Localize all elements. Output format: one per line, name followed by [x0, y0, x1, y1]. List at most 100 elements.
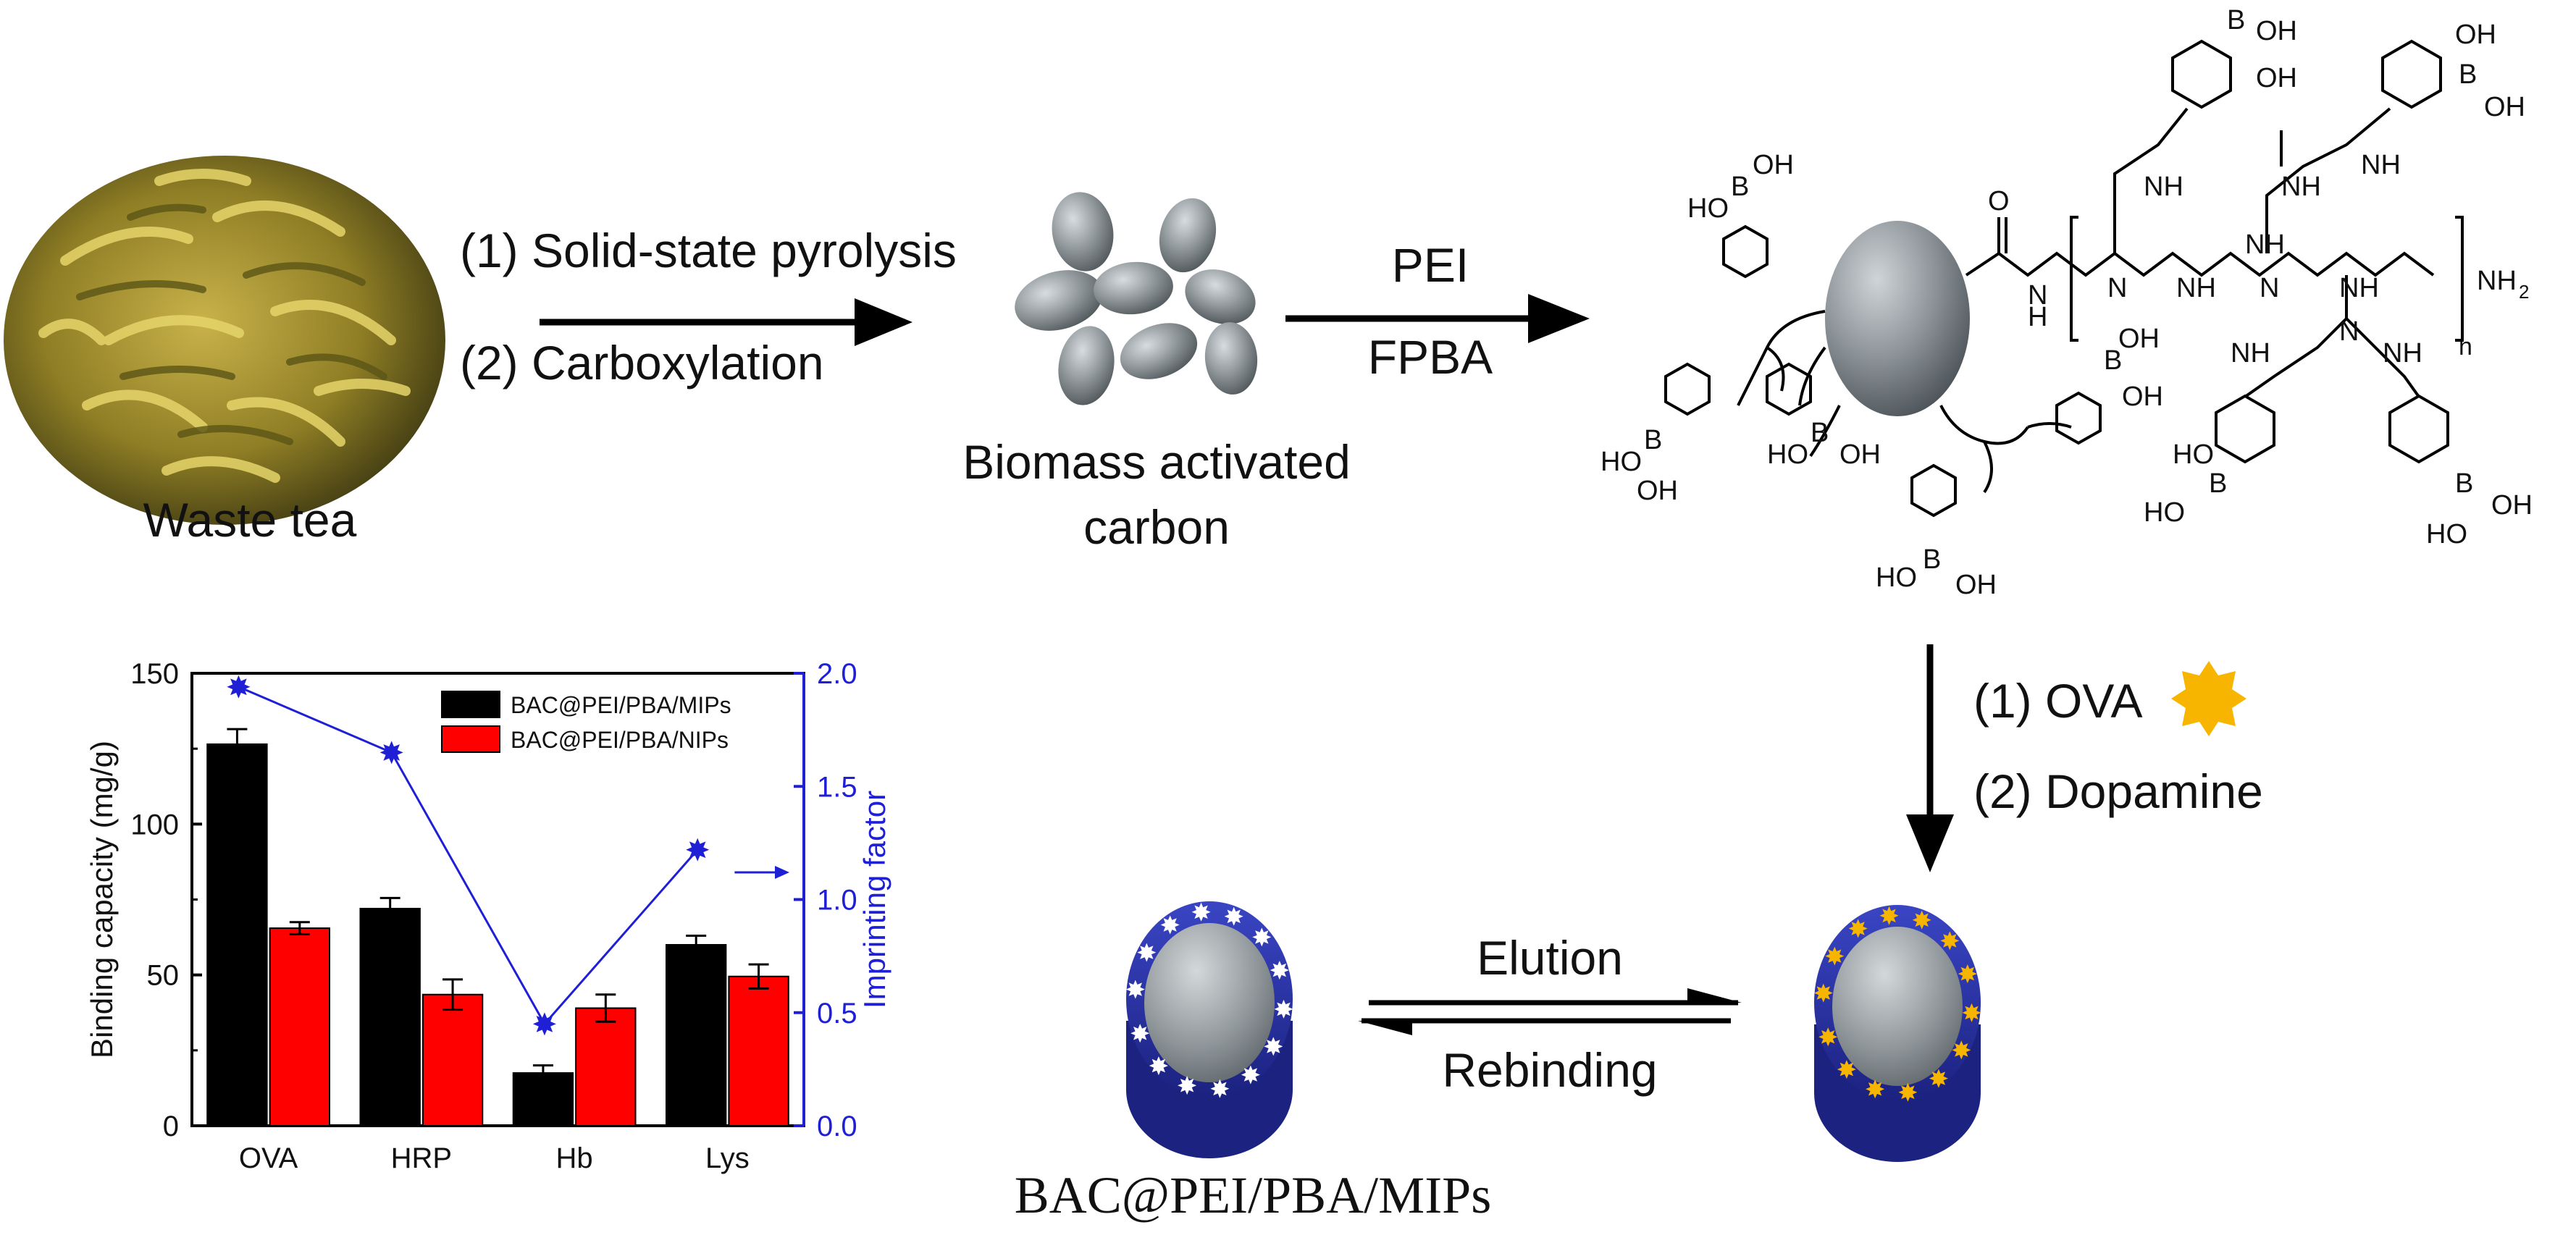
svg-text:OH: OH — [2491, 490, 2533, 521]
imprinting-factor-point — [379, 741, 403, 764]
x-tick-label: Hb — [556, 1142, 593, 1174]
arrow-pei-fpba — [1528, 294, 1590, 343]
fpba-label: FPBA — [1367, 330, 1493, 384]
imprinted-cavity — [1270, 961, 1289, 980]
bound-template — [1866, 1079, 1885, 1099]
svg-text:HO: HO — [2173, 439, 2214, 470]
legend-swatch — [441, 691, 500, 718]
mip-particle-rebound — [1813, 905, 1981, 1162]
x-tick-label: HRP — [391, 1142, 452, 1174]
svg-text:N: N — [2260, 273, 2279, 303]
bound-template — [1958, 964, 1977, 984]
functionalized-carbon-structure — [1664, 39, 2464, 518]
imprinted-cavity — [1264, 1037, 1283, 1056]
elution-label: Elution — [1477, 931, 1623, 985]
y2-tick-label: 2.0 — [817, 658, 857, 690]
imprinted-cavity — [1224, 906, 1243, 926]
svg-text:NH: NH — [2245, 229, 2285, 260]
svg-text:n: n — [2459, 333, 2472, 361]
legend-label: BAC@PEI/PBA/NIPs — [511, 727, 729, 753]
bar-mip — [665, 944, 727, 1126]
imprinted-cavity — [1191, 902, 1211, 922]
svg-text:OH: OH — [1955, 570, 1997, 600]
activated-carbon-particles — [1015, 192, 1258, 405]
imprinted-cavity — [1274, 999, 1293, 1019]
imprinted-cavity — [1125, 980, 1145, 999]
svg-text:B: B — [2455, 468, 2473, 499]
svg-text:N: N — [2028, 280, 2047, 311]
svg-text:NH: NH — [2383, 338, 2422, 368]
y-axis-title: Binding capacity (mg/g) — [85, 741, 119, 1058]
elution-rebinding-arrows — [1358, 988, 1742, 1035]
svg-text:OH: OH — [2122, 382, 2163, 412]
svg-text:H: H — [2028, 302, 2047, 332]
bound-template — [1898, 1082, 1918, 1102]
svg-text:OH: OH — [2484, 92, 2525, 122]
arrow-pyrolysis — [855, 298, 912, 346]
svg-text:OH: OH — [1637, 476, 1678, 506]
svg-text:NH: NH — [2281, 172, 2321, 202]
svg-text:B: B — [1923, 544, 1941, 575]
y2-tick-label: 1.5 — [817, 771, 857, 803]
bound-template — [1848, 919, 1868, 938]
svg-text:N: N — [2107, 273, 2127, 303]
imprinting-factor-point — [532, 1012, 556, 1036]
imprinted-cavity — [1137, 943, 1157, 962]
svg-text:B: B — [1811, 418, 1829, 448]
svg-text:O: O — [1988, 186, 2010, 216]
ova-template-icon — [2171, 661, 2246, 736]
svg-text:OH: OH — [2256, 63, 2297, 93]
svg-text:NH: NH — [2176, 273, 2216, 303]
imprinting-factor-point — [227, 675, 251, 699]
legend-swatch — [441, 725, 500, 753]
bar-nip — [575, 1007, 637, 1126]
bar-nip — [728, 975, 789, 1126]
arrow-imprinting — [1906, 814, 1954, 872]
bound-template — [1813, 983, 1833, 1003]
y-tick-label: 50 — [147, 960, 180, 992]
x-tick-label: OVA — [239, 1142, 298, 1174]
bar-mip — [206, 743, 268, 1126]
y-tick-label: 0 — [163, 1111, 179, 1142]
svg-text:OH: OH — [2256, 16, 2297, 46]
y2-axis-title: Imprinting factor — [857, 791, 891, 1008]
svg-text:HO: HO — [1687, 193, 1729, 224]
bound-template — [1962, 1003, 1981, 1022]
imprinted-cavity — [1241, 1065, 1260, 1084]
svg-text:OH: OH — [1753, 150, 1794, 180]
svg-text:B: B — [1731, 172, 1749, 202]
waste-tea-label: Waste tea — [143, 493, 357, 547]
svg-text:HO: HO — [2144, 497, 2185, 528]
pei-label: PEI — [1391, 238, 1469, 292]
imprinting-factor-point — [686, 838, 710, 862]
svg-text:OH: OH — [2455, 20, 2496, 50]
svg-text:B: B — [2459, 59, 2477, 90]
bound-template — [1879, 906, 1899, 925]
bound-template — [1952, 1040, 1971, 1060]
y-tick-label: 100 — [130, 809, 179, 841]
bound-template — [1818, 1027, 1838, 1047]
legend-label: BAC@PEI/PBA/MIPs — [511, 692, 731, 718]
svg-text:HO: HO — [1600, 447, 1642, 477]
bound-template — [1825, 946, 1845, 966]
svg-text:OH: OH — [1839, 439, 1881, 470]
svg-text:HO: HO — [1767, 439, 1808, 470]
imprinting-factor-line — [238, 686, 699, 1026]
imprinted-cavity — [1178, 1076, 1197, 1095]
bar-mip — [512, 1072, 574, 1127]
svg-text:NH: NH — [2144, 172, 2183, 202]
imprinted-cavity — [1252, 927, 1272, 947]
svg-text:NH: NH — [2339, 273, 2379, 303]
svg-text:NH: NH — [2231, 338, 2270, 368]
svg-text:B: B — [1644, 425, 1662, 455]
ova-step-label: (1) OVA — [1973, 674, 2143, 728]
molecule-labels: HO B OH HO B OH HO B OH HO B OH B OH OH … — [1600, 5, 2533, 600]
bound-template — [1837, 1060, 1856, 1079]
svg-text:NH: NH — [2477, 266, 2517, 296]
svg-text:HO: HO — [2426, 519, 2467, 549]
y2-tick-label: 0.5 — [817, 998, 857, 1029]
bar-mip — [359, 908, 421, 1126]
rebinding-label: Rebinding — [1442, 1043, 1658, 1097]
